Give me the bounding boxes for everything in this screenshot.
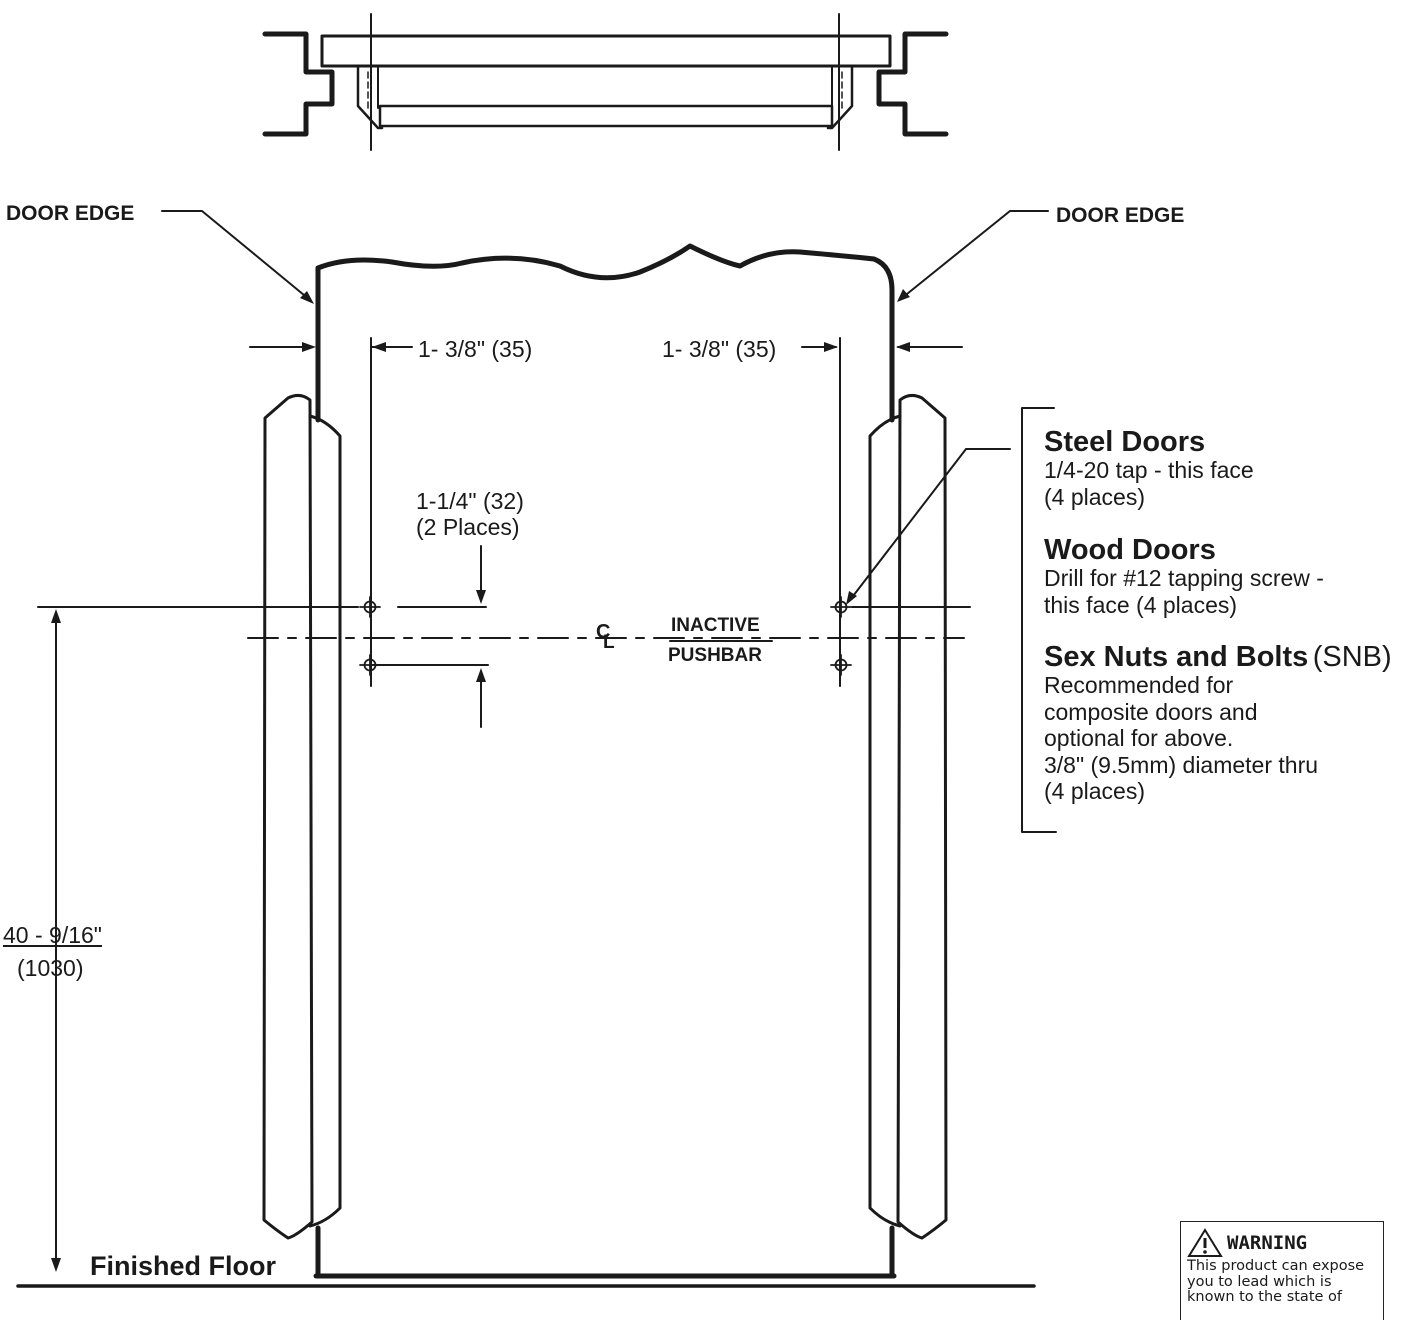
- centerline-symbol: C: [596, 621, 611, 643]
- note-line: 3/8" (9.5mm) diameter thru: [1044, 751, 1319, 778]
- hole-mark: [359, 596, 381, 618]
- top-section-view: [262, 13, 949, 151]
- warning-title: WARNING: [1227, 1232, 1308, 1254]
- height-dimension-imperial: 40 - 9/16": [3, 922, 102, 948]
- note-steel-doors: Steel Doors 1/4-20 tap - this face (4 pl…: [1044, 428, 1254, 510]
- note-line: this face (4 places): [1044, 591, 1238, 618]
- dimension-lines: [16, 210, 1057, 1288]
- hole-mark: [359, 654, 381, 676]
- note-line: optional for above.: [1044, 725, 1234, 751]
- height-dimension-metric: (1030): [17, 955, 84, 981]
- hole-spacing-dimension: 1-1/4" (32): [416, 488, 524, 514]
- note-line: (4 places): [1044, 483, 1145, 510]
- hole-mark: [830, 596, 852, 618]
- note-line: 1/4-20 tap - this face: [1044, 457, 1254, 483]
- hole-marks: [359, 596, 852, 676]
- warning-box: WARNING This product can expose you to l…: [1180, 1221, 1384, 1320]
- pushbar-label: PUSHBAR: [668, 645, 762, 666]
- note-wood-doors: Wood Doors Drill for #12 tapping screw -…: [1044, 536, 1324, 618]
- right-frame: [868, 393, 948, 1240]
- note-title: Sex Nuts and Bolts: [1044, 641, 1309, 673]
- hole-spacing-note: (2 Places): [416, 514, 520, 540]
- note-title: Steel Doors: [1044, 426, 1206, 458]
- door-edge-left-label: DOOR EDGE: [6, 202, 135, 225]
- door-outline: [313, 243, 897, 1279]
- centerline-subscript: L: [603, 632, 615, 653]
- warning-triangle-icon: [1187, 1228, 1223, 1257]
- door-edge-right-label: DOOR EDGE: [1056, 204, 1185, 227]
- note-line: (4 places): [1044, 778, 1145, 804]
- left-edge-dimension: 1- 3/8" (35): [418, 336, 533, 362]
- note-line: composite doors and: [1044, 698, 1258, 725]
- warning-text: This product can expose you to lead whic…: [1187, 1258, 1365, 1305]
- hole-mark: [830, 654, 852, 676]
- finished-floor-label: Finished Floor: [90, 1251, 276, 1281]
- note-title: Wood Doors: [1044, 534, 1216, 566]
- note-line: Drill for #12 tapping screw -: [1044, 565, 1324, 591]
- left-frame: [262, 393, 342, 1240]
- note-title-suffix: (SNB): [1312, 641, 1392, 673]
- note-line: Recommended for: [1044, 672, 1234, 698]
- inactive-label: INACTIVE: [671, 615, 760, 636]
- right-edge-dimension: 1- 3/8" (35): [662, 336, 777, 362]
- note-sex-nuts-bolts: Sex Nuts and Bolts (SNB) Recommended for…: [1044, 643, 1392, 805]
